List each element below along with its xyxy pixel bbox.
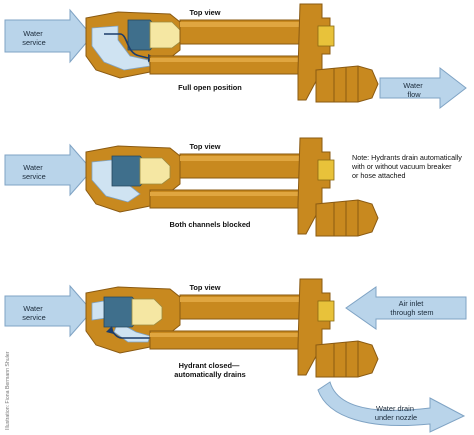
water-service-arrow: [4, 284, 93, 338]
caption: Hydrant closed— automatically drains: [174, 361, 245, 379]
water-channel: [91, 25, 151, 71]
panel-closed: Water service Air inlet through stem Wat…: [4, 278, 467, 433]
water-service-arrow: [4, 8, 93, 64]
nozzle: [315, 65, 379, 103]
air-inlet-arrow: [345, 286, 467, 330]
valve-plug-cream: [139, 157, 171, 185]
packing-nut: [317, 300, 335, 322]
caption: Full open position: [178, 83, 242, 92]
valve-plug-cream: [131, 298, 163, 326]
nozzle: [315, 340, 379, 378]
water-service-label: Water service: [22, 163, 45, 181]
valve-plug-cream: [149, 21, 181, 49]
top-view-label: Top view: [189, 142, 220, 151]
note-text: Note: Hydrants drain automatically with …: [351, 153, 464, 180]
water-service-label: Water service: [22, 29, 45, 47]
water-flow-label: Water flow: [403, 81, 425, 99]
panel-open: Water service Water flow Top view Full o…: [4, 3, 467, 110]
water-flow-arrow: [379, 66, 467, 110]
caption: Both channels blocked: [170, 220, 251, 229]
top-view-label: Top view: [189, 8, 220, 17]
illustration-credit: Illustration: Fiona Bermann Shuler: [5, 351, 11, 430]
nozzle: [315, 199, 379, 237]
water-drain-label: Water drain under nozzle: [375, 404, 417, 422]
packing-nut: [317, 159, 335, 181]
top-view-label: Top view: [189, 283, 220, 292]
water-service-arrow: [4, 143, 93, 197]
air-inlet-label: Air inlet through stem: [390, 299, 433, 317]
water-service-label: Water service: [22, 304, 45, 322]
flow-arrow-curve: [104, 33, 149, 59]
water-drain-arrow: [317, 381, 466, 433]
packing-nut: [317, 25, 335, 47]
panel-blocked: Water service Top view Both channels blo…: [4, 137, 464, 237]
